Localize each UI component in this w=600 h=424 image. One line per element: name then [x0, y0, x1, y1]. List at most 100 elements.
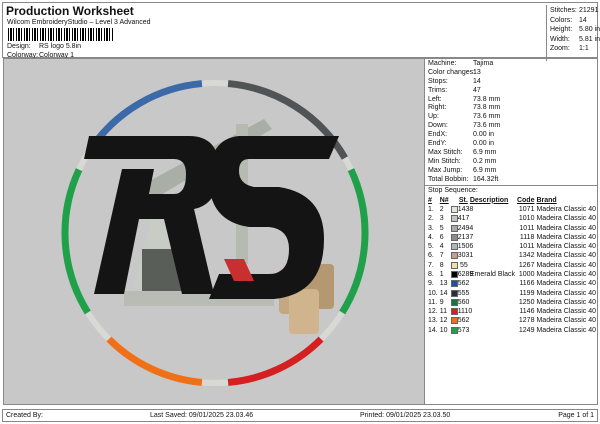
stat-row: Width: 5.81 in [550, 35, 600, 45]
info-value: 0.2 mm [473, 157, 497, 165]
info-label: Min Stitch: [428, 157, 461, 165]
thread-code: 1250 [518, 298, 535, 306]
info-value: 73.8 mm [473, 95, 501, 103]
info-row: Min Stitch: 0.2 mm [425, 158, 597, 167]
color-swatch [450, 308, 458, 316]
design-label: Design: [7, 43, 31, 50]
created-by: Created By: [6, 412, 43, 419]
column-header: St. [458, 196, 468, 204]
stop-number: 8. [428, 270, 434, 278]
column-header: # [428, 196, 432, 204]
info-value: 6.9 mm [473, 166, 497, 174]
stop-number: 2. [428, 215, 434, 223]
info-value: 0.00 in [473, 140, 495, 148]
info-label: Color changes: [428, 68, 476, 76]
color-swatch [450, 215, 458, 223]
description [469, 316, 516, 325]
info-label: EndY: [428, 140, 447, 148]
colorway-value: Colorway 1 [39, 52, 75, 59]
thread-brand: Madeira Classic 40 [536, 270, 596, 278]
stitch-count: 6289 [450, 270, 473, 279]
thread-brand: Madeira Classic 40 [536, 289, 596, 297]
stitch-value: 417 [457, 215, 470, 223]
thread-brand: Madeira Classic 40 [536, 280, 596, 288]
info-label: Total Bobbin: [428, 175, 469, 183]
info-label: EndX: [428, 131, 448, 139]
column-header: N# [439, 196, 449, 204]
info-value: 164.32ft [473, 175, 499, 183]
stat-label: Width: [550, 35, 570, 43]
stitch-count: 55 [450, 261, 469, 270]
stitch-value: 1110 [457, 308, 473, 316]
needle-number: 10 [439, 326, 448, 334]
needle-number: 14 [439, 289, 448, 297]
thread-code: 1267 [518, 261, 535, 269]
stop-number: 10. [428, 289, 438, 297]
color-swatch [450, 298, 458, 306]
info-label: Stops: [428, 77, 448, 85]
stitch-count: 2137 [450, 233, 473, 242]
thread-code: 1011 [519, 224, 535, 232]
color-swatch [450, 243, 458, 251]
stitch-value: 573 [457, 326, 470, 334]
description [469, 326, 516, 335]
stitch-value: 560 [457, 298, 470, 306]
needle-number: 7 [439, 252, 444, 260]
stitch-count: 573 [450, 326, 469, 335]
thread-brand: Madeira Classic 40 [536, 317, 596, 325]
thread-brand: Madeira Classic 40 [536, 261, 596, 269]
stitch-value: 3031 [457, 252, 474, 260]
color-swatch [450, 280, 458, 288]
needle-number: 5 [439, 224, 444, 232]
stitch-value: 1506 [457, 243, 474, 251]
stop-sequence-label: Stop Sequence: [425, 185, 597, 195]
info-row: Total Bobbin: 164.32ft [425, 176, 597, 185]
needle-number: 8 [439, 261, 444, 269]
stat-value: 1:1 [579, 45, 589, 53]
info-row: EndY: 0.00 in [425, 140, 597, 149]
stitch-value: 1438 [457, 205, 474, 213]
color-swatch [450, 317, 458, 325]
color-swatch [450, 270, 458, 278]
stitch-count: 1438 [450, 205, 473, 214]
column-header: Description [469, 196, 509, 204]
thread-code: 1146 [519, 308, 535, 316]
info-row: Stops:14 [425, 78, 597, 87]
stop-number: 9. [428, 280, 434, 288]
stop-number: 13. [428, 317, 438, 325]
stitch-value: 6289 [457, 270, 474, 278]
stat-value: 14 [579, 16, 587, 24]
stitch-count: 1110 [450, 307, 472, 316]
stat-label: Colors: [550, 16, 573, 24]
info-row: Machine:Tajima [425, 60, 597, 69]
stop-number: 7. [428, 261, 434, 269]
stat-row: Height:5.80 in [550, 25, 600, 35]
software-name: Wilcom EmbroideryStudio – Level 3 Advanc… [7, 19, 151, 26]
design-value: RS logo 5.8in [39, 43, 82, 50]
needle-number: 3 [439, 215, 444, 223]
column-header: Code [516, 196, 535, 204]
rs-letters [84, 136, 339, 299]
needle-number: 4 [439, 243, 444, 251]
thread-code: 1011 [519, 243, 535, 251]
thread-code: 1000 [518, 270, 535, 278]
footer: Created By: Last Saved: 09/01/2025 23.03… [2, 409, 598, 422]
description [469, 279, 516, 288]
ring-arc [89, 80, 203, 149]
colorway-label: Colorway: [7, 52, 39, 59]
stat-row: Stitches:21291 [550, 6, 598, 16]
stat-value: 5.81 in [579, 35, 600, 43]
stitch-count: 562 [450, 316, 469, 325]
thread-code: 1010 [518, 215, 535, 223]
info-value: Tajima [473, 60, 494, 67]
thread-code: 1166 [519, 280, 535, 288]
stitch-value: 2137 [457, 233, 474, 241]
needle-number: 11 [439, 308, 448, 316]
needle-number: 13 [439, 280, 448, 288]
last-saved: Last Saved: 09/01/2025 23.03.46 [150, 412, 254, 419]
description [469, 233, 516, 242]
